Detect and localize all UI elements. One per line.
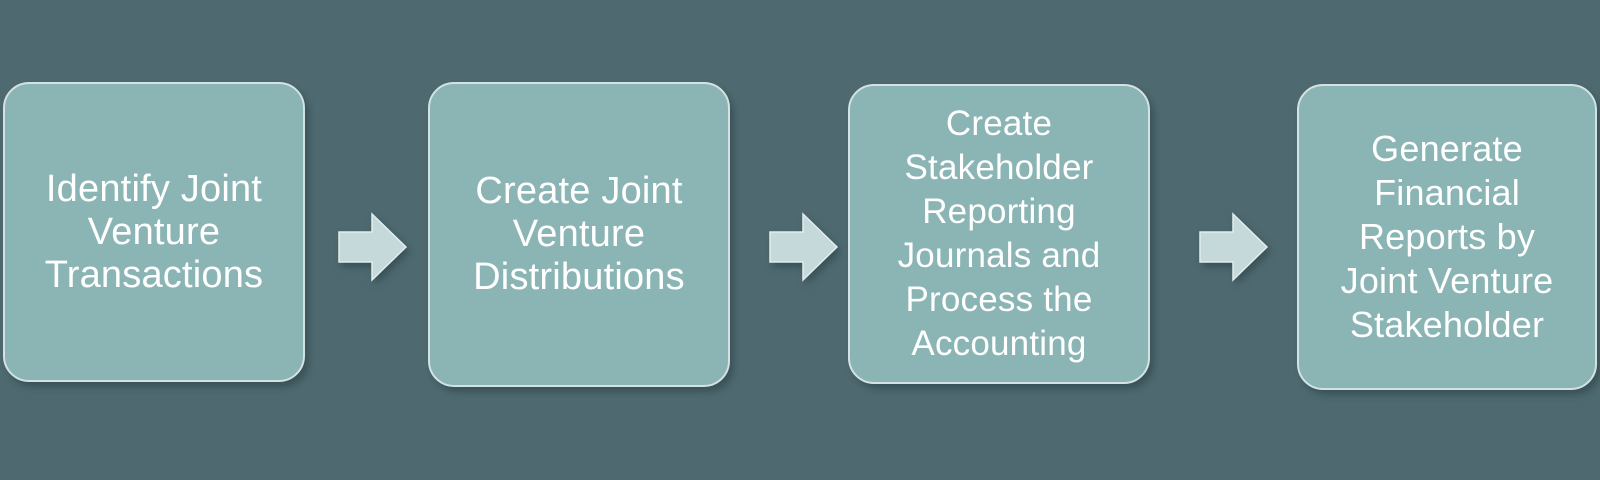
- process-step-2-box[interactable]: Create Joint Venture Distributions: [428, 82, 730, 387]
- process-step-4-box[interactable]: Generate Financial Reports by Joint Vent…: [1297, 84, 1597, 390]
- process-step-1-label: Identify Joint Venture Transactions: [44, 167, 264, 296]
- arrow-right-icon-2: [769, 212, 839, 282]
- arrow-right-icon-1: [338, 212, 408, 282]
- process-step-3-label: Create Stakeholder Reporting Journals an…: [897, 104, 1101, 363]
- process-step-4-label: Generate Financial Reports by Joint Vent…: [1340, 128, 1554, 345]
- process-step-3-box[interactable]: Create Stakeholder Reporting Journals an…: [848, 84, 1150, 384]
- process-step-2-label: Create Joint Venture Distributions: [473, 170, 685, 298]
- process-step-1-box[interactable]: Identify Joint Venture Transactions: [3, 82, 305, 382]
- arrow-right-icon-3: [1199, 212, 1269, 282]
